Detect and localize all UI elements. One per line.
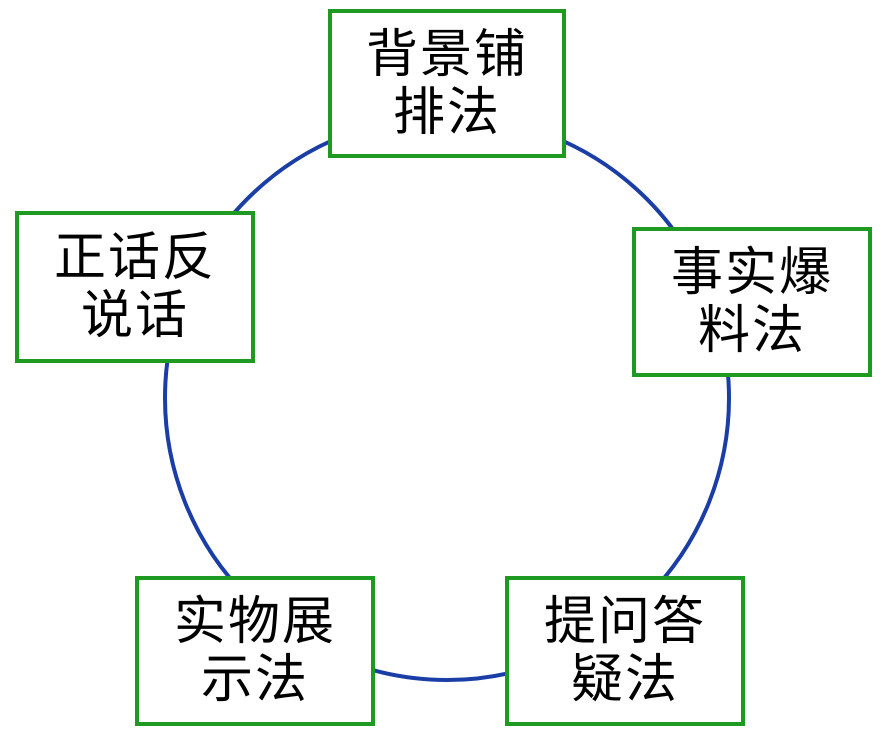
node-object: 实物展 示法 xyxy=(135,576,375,726)
node-background: 背景铺 排法 xyxy=(328,9,566,158)
node-label: 背景铺 排法 xyxy=(365,24,528,143)
node-question: 提问答 疑法 xyxy=(505,576,745,726)
node-label: 事实爆 料法 xyxy=(670,243,833,361)
node-label: 正话反 说话 xyxy=(53,228,216,346)
node-label: 实物展 示法 xyxy=(173,592,336,710)
node-fact: 事实爆 料法 xyxy=(632,227,872,377)
node-irony: 正话反 说话 xyxy=(15,211,255,363)
node-label: 提问答 疑法 xyxy=(543,592,706,710)
